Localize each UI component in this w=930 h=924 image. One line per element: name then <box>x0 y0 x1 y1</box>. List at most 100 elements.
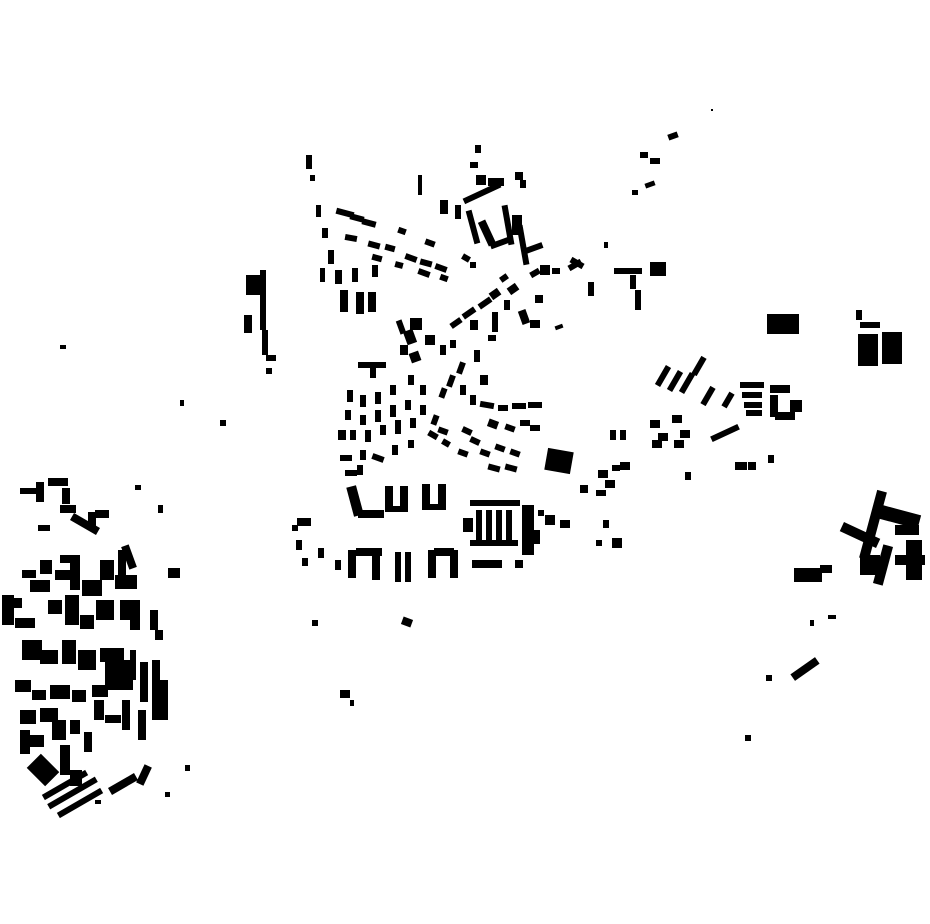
building-footprint <box>352 268 358 282</box>
building-footprint <box>494 443 506 453</box>
building-footprint <box>420 405 426 415</box>
building-footprint <box>685 472 691 480</box>
building-footprint <box>472 560 502 568</box>
building-footprint <box>506 510 512 546</box>
building-footprint <box>742 392 762 398</box>
building-footprint <box>361 218 377 228</box>
building-footprint <box>740 382 764 388</box>
building-footprint <box>92 685 108 697</box>
building-footprint <box>666 369 684 393</box>
building-footprint <box>489 236 511 250</box>
building-footprint <box>328 250 334 264</box>
building-footprint <box>426 504 446 510</box>
building-footprint <box>20 730 30 754</box>
building-footprint <box>770 385 790 393</box>
building-footprint <box>512 403 526 409</box>
building-footprint <box>36 482 44 502</box>
building-footprint <box>96 600 114 620</box>
building-footprint <box>40 708 58 722</box>
building-footprint <box>440 345 446 355</box>
building-footprint <box>469 436 481 446</box>
building-footprint <box>457 448 469 458</box>
building-footprint <box>516 224 530 266</box>
building-footprint <box>390 405 396 417</box>
building-footprint <box>302 558 308 566</box>
building-footprint <box>560 520 570 528</box>
building-footprint <box>405 400 411 410</box>
building-footprint <box>768 455 774 463</box>
building-footprint <box>15 680 31 692</box>
building-footprint <box>430 414 440 426</box>
building-footprint <box>41 769 89 801</box>
building-footprint <box>475 145 481 153</box>
building-footprint <box>552 268 560 274</box>
building-footprint <box>488 287 502 301</box>
building-footprint <box>674 440 684 448</box>
building-footprint <box>640 152 648 158</box>
building-footprint <box>439 273 449 283</box>
building-footprint <box>220 420 226 426</box>
building-footprint <box>306 155 312 169</box>
building-footprint <box>80 615 94 629</box>
building-footprint <box>417 268 431 278</box>
building-footprint <box>392 445 398 455</box>
building-footprint <box>340 455 352 461</box>
building-footprint <box>460 385 466 395</box>
building-footprint <box>22 640 42 660</box>
building-footprint <box>60 745 70 775</box>
building-footprint <box>461 253 471 263</box>
building-footprint <box>122 700 130 730</box>
building-footprint <box>118 550 126 580</box>
building-footprint <box>465 209 481 245</box>
building-footprint <box>605 480 615 488</box>
building-footprint <box>437 426 449 436</box>
building-footprint <box>312 620 318 626</box>
building-footprint <box>95 800 101 804</box>
building-footprint <box>470 262 476 268</box>
building-footprint <box>32 690 46 700</box>
building-footprint <box>434 548 454 556</box>
building-footprint <box>55 570 73 580</box>
building-footprint <box>345 470 357 476</box>
building-footprint <box>400 486 408 512</box>
building-footprint <box>345 410 351 420</box>
building-footprint <box>450 340 456 348</box>
building-footprint <box>498 405 508 411</box>
building-footprint <box>544 447 574 475</box>
building-footprint <box>400 345 408 355</box>
building-footprint <box>318 548 324 558</box>
building-footprint <box>620 430 626 440</box>
building-footprint <box>65 595 79 625</box>
building-footprint <box>635 290 641 310</box>
building-footprint <box>479 448 491 458</box>
building-footprint <box>360 415 366 425</box>
building-footprint <box>404 253 418 263</box>
building-footprint <box>517 309 531 325</box>
building-footprint <box>70 720 80 734</box>
building-footprint <box>515 560 523 568</box>
building-footprint <box>775 412 795 420</box>
building-footprint <box>82 580 102 596</box>
building-footprint <box>438 387 448 399</box>
building-footprint <box>335 270 342 284</box>
building-footprint <box>70 560 80 590</box>
building-footprint <box>160 680 168 720</box>
building-footprint <box>461 306 477 320</box>
building-footprint <box>52 720 66 740</box>
building-footprint <box>654 364 672 388</box>
building-footprint <box>150 610 158 630</box>
building-footprint <box>652 440 662 448</box>
building-footprint <box>26 753 60 787</box>
building-footprint <box>858 334 878 366</box>
building-footprint <box>794 568 822 582</box>
building-footprint <box>614 268 642 274</box>
building-footprint <box>350 700 354 706</box>
building-footprint <box>554 323 564 331</box>
building-footprint <box>22 570 36 578</box>
building-footprint <box>604 242 608 248</box>
building-footprint <box>530 320 540 328</box>
building-footprint <box>745 735 751 741</box>
building-footprint <box>371 253 383 263</box>
building-footprint <box>335 560 341 570</box>
building-footprint <box>450 550 458 578</box>
